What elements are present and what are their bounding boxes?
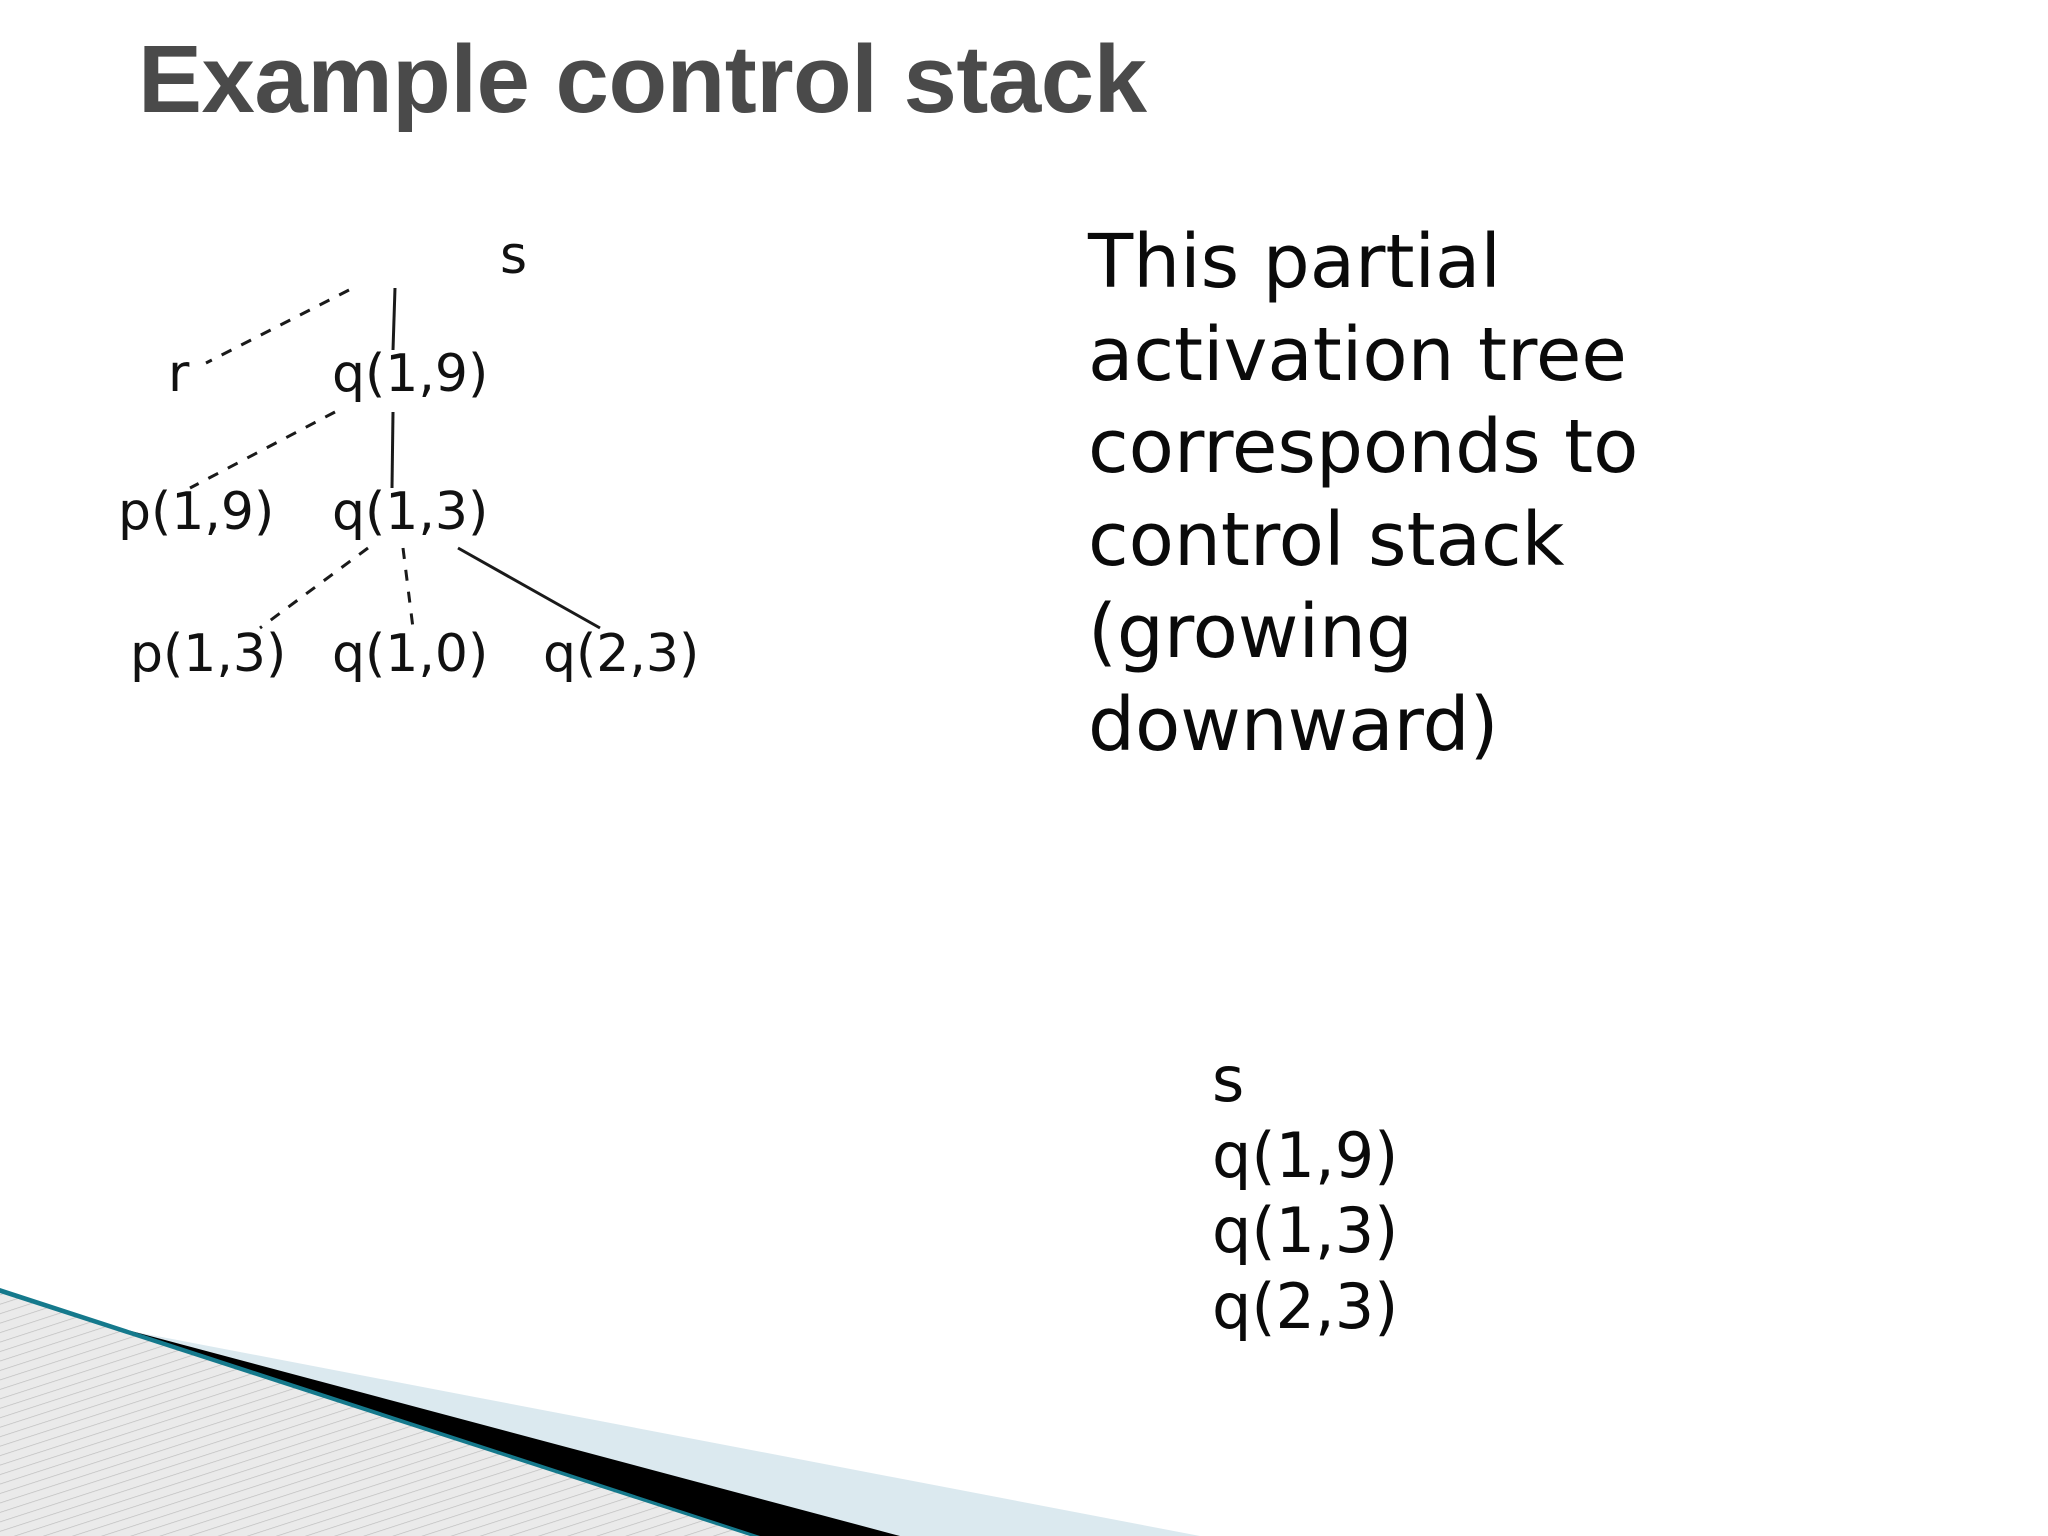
explanation-paragraph: This partial activation tree corresponds… [1088, 219, 1639, 768]
tree-edge-q19-p19 [189, 410, 336, 490]
tree-edge-q13-q23 [457, 546, 601, 630]
tree-edge-s-r [205, 288, 350, 365]
tree-edges [189, 287, 601, 630]
stack-entry: q(2,3) [1212, 1269, 1399, 1343]
tree-edge-q19-q13 [390, 411, 395, 489]
page-title: Example control stack [138, 26, 1147, 133]
stack-entry: s [1212, 1043, 1245, 1116]
tree-node-q19: q(1,9) [332, 344, 489, 404]
tree-node-p19: p(1,9) [118, 482, 275, 542]
tree-node-q10: q(1,0) [332, 624, 489, 684]
activation-tree-diagram: s r q(1,9) p(1,9) q(1,3) p(1,3) q(1,0) q… [100, 200, 880, 720]
hatched-triangle [0, 1293, 750, 1536]
tree-edge-s-q19 [391, 287, 397, 351]
teal-accent-line [0, 1288, 760, 1536]
tree-node-r: r [168, 344, 190, 404]
stack-entry: q(1,3) [1212, 1194, 1399, 1268]
tree-edge-q13-q10 [401, 547, 415, 629]
stack-entry: q(1,9) [1212, 1118, 1399, 1192]
tree-edge-q13-p13 [259, 546, 369, 630]
corner-decoration [0, 1288, 1200, 1536]
tree-node-p13: p(1,3) [130, 624, 287, 684]
black-wedge [0, 1296, 900, 1536]
tree-node-s: s [500, 226, 528, 286]
control-stack-listing: s q(1,9) q(1,3) q(2,3) [1212, 1042, 1398, 1345]
pale-blue-wedge [0, 1306, 1200, 1536]
tree-node-q23: q(2,3) [543, 624, 700, 684]
tree-node-q13: q(1,3) [332, 482, 489, 542]
